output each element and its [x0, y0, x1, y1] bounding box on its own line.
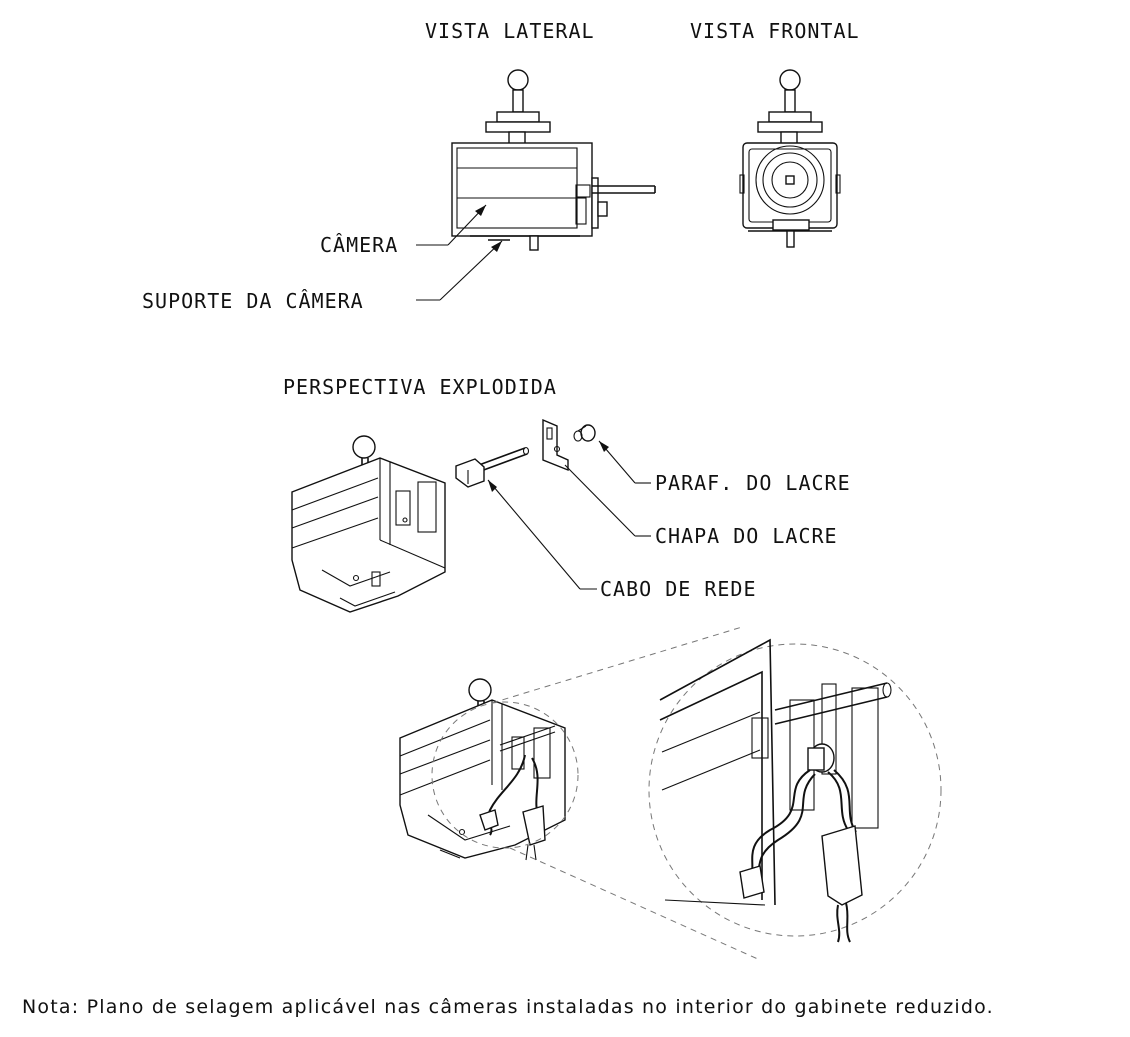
camera-callout: CÂMERA	[320, 204, 487, 257]
side-view-drawing	[451, 69, 656, 251]
network-cable-callout: CABO DE REDE	[487, 479, 757, 601]
exploded-seal-plate	[542, 418, 569, 472]
network-cable-label: CABO DE REDE	[600, 577, 757, 601]
exploded-view-title: PERSPECTIVA EXPLODIDA	[283, 375, 557, 399]
camera-label: CÂMERA	[320, 233, 398, 257]
front-view-drawing	[739, 69, 841, 248]
assembled-camera	[399, 678, 579, 861]
seal-plate-label: CHAPA DO LACRE	[655, 524, 838, 548]
exploded-camera-body	[291, 435, 446, 613]
front-view-title: VISTA FRONTAL	[690, 19, 860, 43]
exploded-cable	[455, 446, 530, 488]
seal-screw-callout: PARAF. DO LACRE	[598, 440, 851, 495]
seal-plan-note: Nota: Plano de selagem aplicável nas câm…	[22, 996, 994, 1018]
seal-screw-label: PARAF. DO LACRE	[655, 471, 851, 495]
camera-support-callout: SUPORTE DA CÂMERA	[142, 240, 503, 313]
camera-support-label: SUPORTE DA CÂMERA	[142, 289, 364, 313]
detail-magnified-view	[491, 626, 942, 961]
side-view-title: VISTA LATERAL	[425, 19, 595, 43]
exploded-seal-screw	[573, 424, 596, 442]
seal-plate-callout: CHAPA DO LACRE	[564, 464, 838, 548]
